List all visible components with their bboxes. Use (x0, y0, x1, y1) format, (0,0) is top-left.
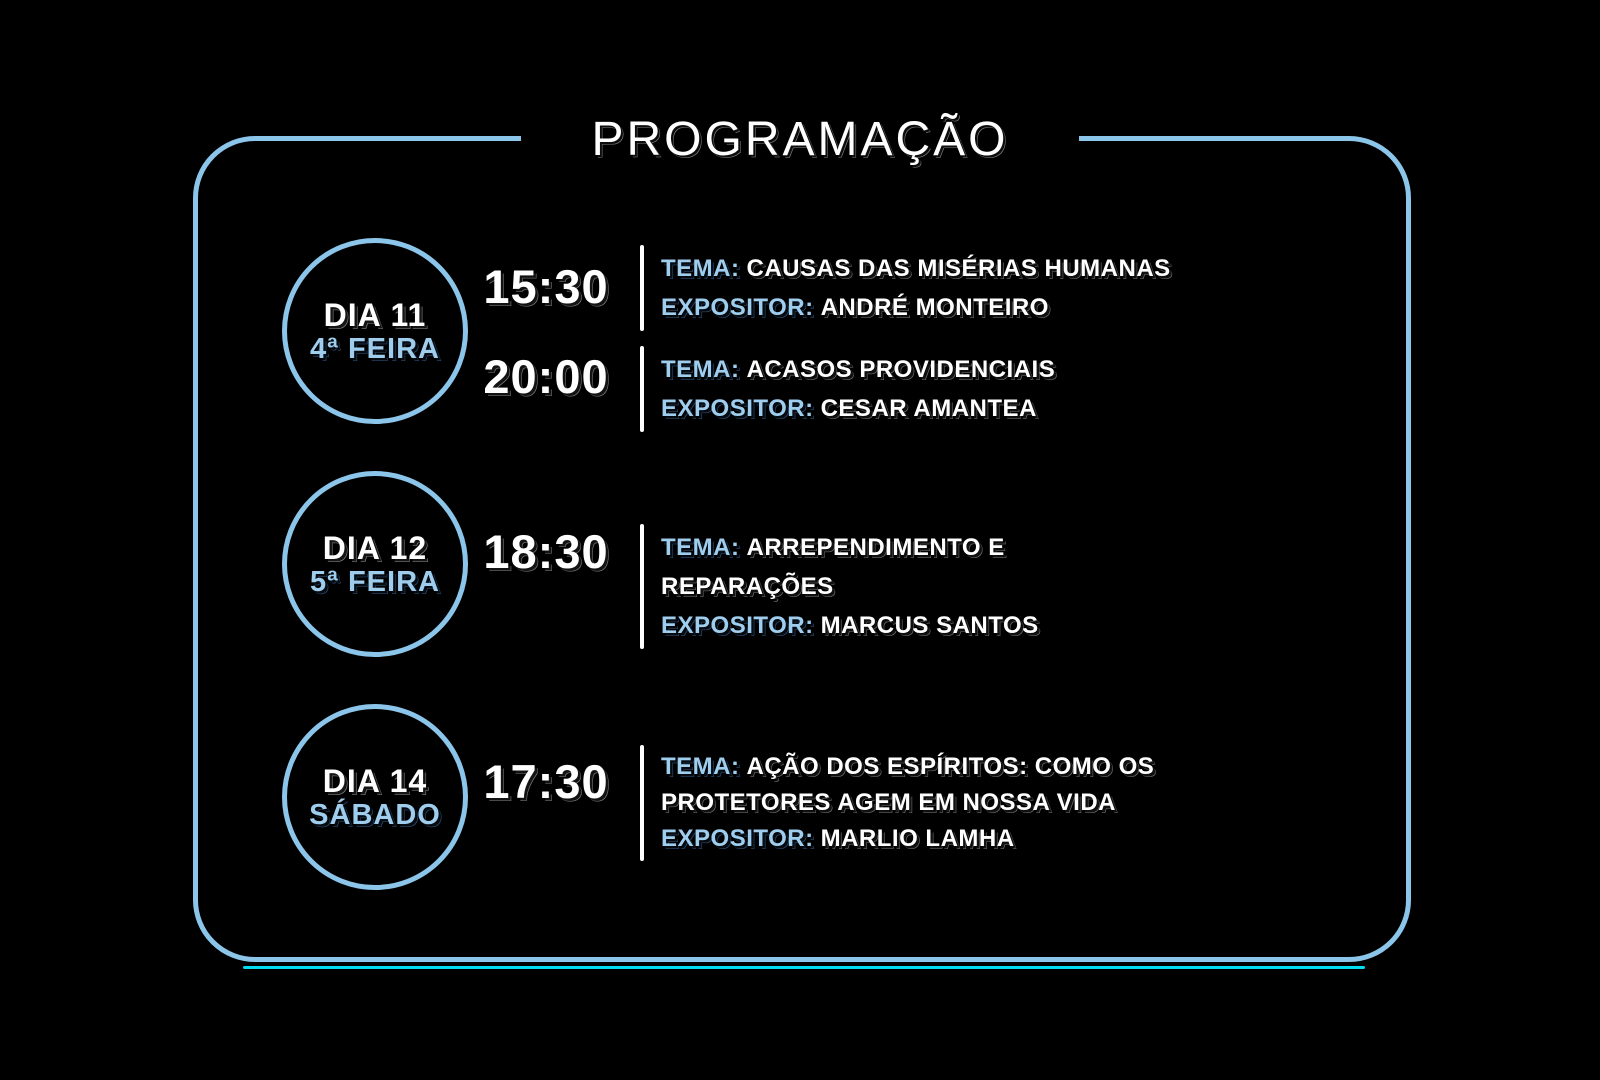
tema-value: CAUSAS DAS MISÉRIAS HUMANAS (746, 255, 1171, 282)
session-item: TEMA:CAUSAS DAS MISÉRIAS HUMANAS EXPOSIT… (640, 245, 1181, 331)
session-time: 20:00 (483, 350, 609, 403)
page-title: PROGRAMAÇÃO (591, 113, 1009, 166)
expositor-value: MARLIO LAMHA (820, 825, 1015, 852)
bottom-accent-line (243, 966, 1365, 969)
title-border-gap (521, 128, 1079, 148)
session-divider (640, 745, 644, 861)
session-time: 15:30 (483, 260, 609, 313)
session-details: TEMA:AÇÃO DOS ESPÍRITOS: COMO OS PROTETO… (661, 745, 1261, 861)
session-expositor: EXPOSITOR:CESAR AMANTEA (661, 389, 1181, 428)
session-tema: TEMA:CAUSAS DAS MISÉRIAS HUMANAS (661, 249, 1181, 288)
tema-value: ACASOS PROVIDENCIAIS (746, 356, 1056, 383)
session-expositor: EXPOSITOR:MARLIO LAMHA (661, 821, 1261, 857)
session-tema: TEMA:AÇÃO DOS ESPÍRITOS: COMO OS PROTETO… (661, 749, 1261, 821)
expositor-value: MARCUS SANTOS (820, 612, 1039, 639)
session-divider (640, 245, 644, 331)
session-details: TEMA:CAUSAS DAS MISÉRIAS HUMANAS EXPOSIT… (661, 245, 1181, 331)
session-tema: TEMA:ARREPENDIMENTO E REPARAÇÕES (661, 528, 1181, 606)
session-time: 18:30 (483, 525, 609, 578)
tema-label: TEMA: (661, 753, 740, 780)
day-badge-dia-11: DIA 11 4ª FEIRA (282, 238, 468, 424)
weekday-label: 5ª FEIRA (310, 565, 440, 598)
session-time: 17:30 (483, 755, 609, 808)
session-details: TEMA:ARREPENDIMENTO E REPARAÇÕES EXPOSIT… (661, 524, 1181, 649)
expositor-value: ANDRÉ MONTEIRO (820, 294, 1049, 321)
tema-label: TEMA: (661, 356, 740, 383)
tema-value: ARREPENDIMENTO E REPARAÇÕES (661, 534, 1005, 600)
weekday-label: 4ª FEIRA (310, 332, 440, 365)
tema-value: AÇÃO DOS ESPÍRITOS: COMO OS PROTETORES A… (661, 753, 1155, 816)
session-item: TEMA:AÇÃO DOS ESPÍRITOS: COMO OS PROTETO… (640, 745, 1261, 861)
session-expositor: EXPOSITOR:ANDRÉ MONTEIRO (661, 288, 1181, 327)
expositor-label: EXPOSITOR: (661, 294, 814, 321)
session-divider (640, 524, 644, 649)
session-tema: TEMA:ACASOS PROVIDENCIAIS (661, 350, 1181, 389)
day-label: DIA 12 (322, 529, 428, 566)
day-label: DIA 11 (323, 296, 427, 333)
session-details: TEMA:ACASOS PROVIDENCIAIS EXPOSITOR:CESA… (661, 346, 1181, 432)
tema-label: TEMA: (661, 255, 740, 282)
expositor-label: EXPOSITOR: (661, 825, 814, 852)
session-expositor: EXPOSITOR:MARCUS SANTOS (661, 606, 1181, 645)
weekday-label: SÁBADO (309, 798, 441, 831)
expositor-value: CESAR AMANTEA (820, 395, 1037, 422)
day-badge-dia-12: DIA 12 5ª FEIRA (282, 471, 468, 657)
session-item: TEMA:ARREPENDIMENTO E REPARAÇÕES EXPOSIT… (640, 524, 1181, 649)
day-badge-dia-14: DIA 14 SÁBADO (282, 704, 468, 890)
expositor-label: EXPOSITOR: (661, 395, 814, 422)
expositor-label: EXPOSITOR: (661, 612, 814, 639)
tema-label: TEMA: (661, 534, 740, 561)
session-divider (640, 346, 644, 432)
day-label: DIA 14 (322, 762, 428, 799)
session-item: TEMA:ACASOS PROVIDENCIAIS EXPOSITOR:CESA… (640, 346, 1181, 432)
